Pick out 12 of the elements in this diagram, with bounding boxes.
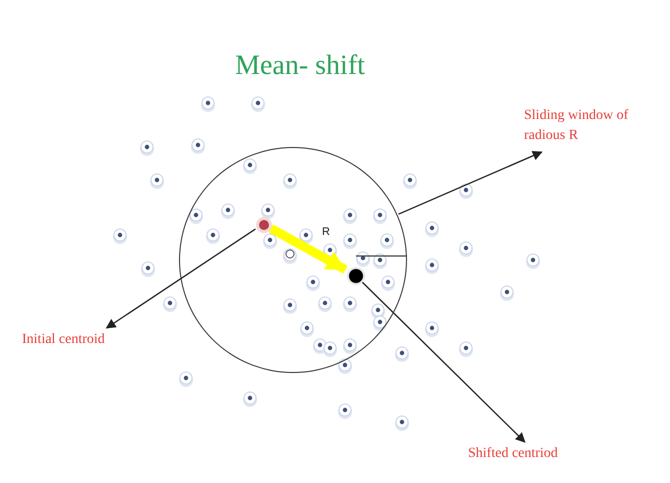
callout-text: Shifted centriod [468, 444, 608, 466]
title: Mean- shift [234, 50, 366, 82]
callout-text: Initial centroid [22, 330, 152, 352]
radius-label: R [322, 226, 330, 238]
sliding-window-circle [179, 147, 407, 373]
callout-text: Sliding window of radious R [524, 106, 670, 150]
leader-line [106, 228, 256, 329]
shift-arrow [268, 224, 348, 274]
leader-line [398, 151, 543, 215]
initial-centroid-dot [256, 217, 272, 233]
leader-line [362, 282, 526, 443]
shifted-centroid-dot [347, 267, 365, 285]
